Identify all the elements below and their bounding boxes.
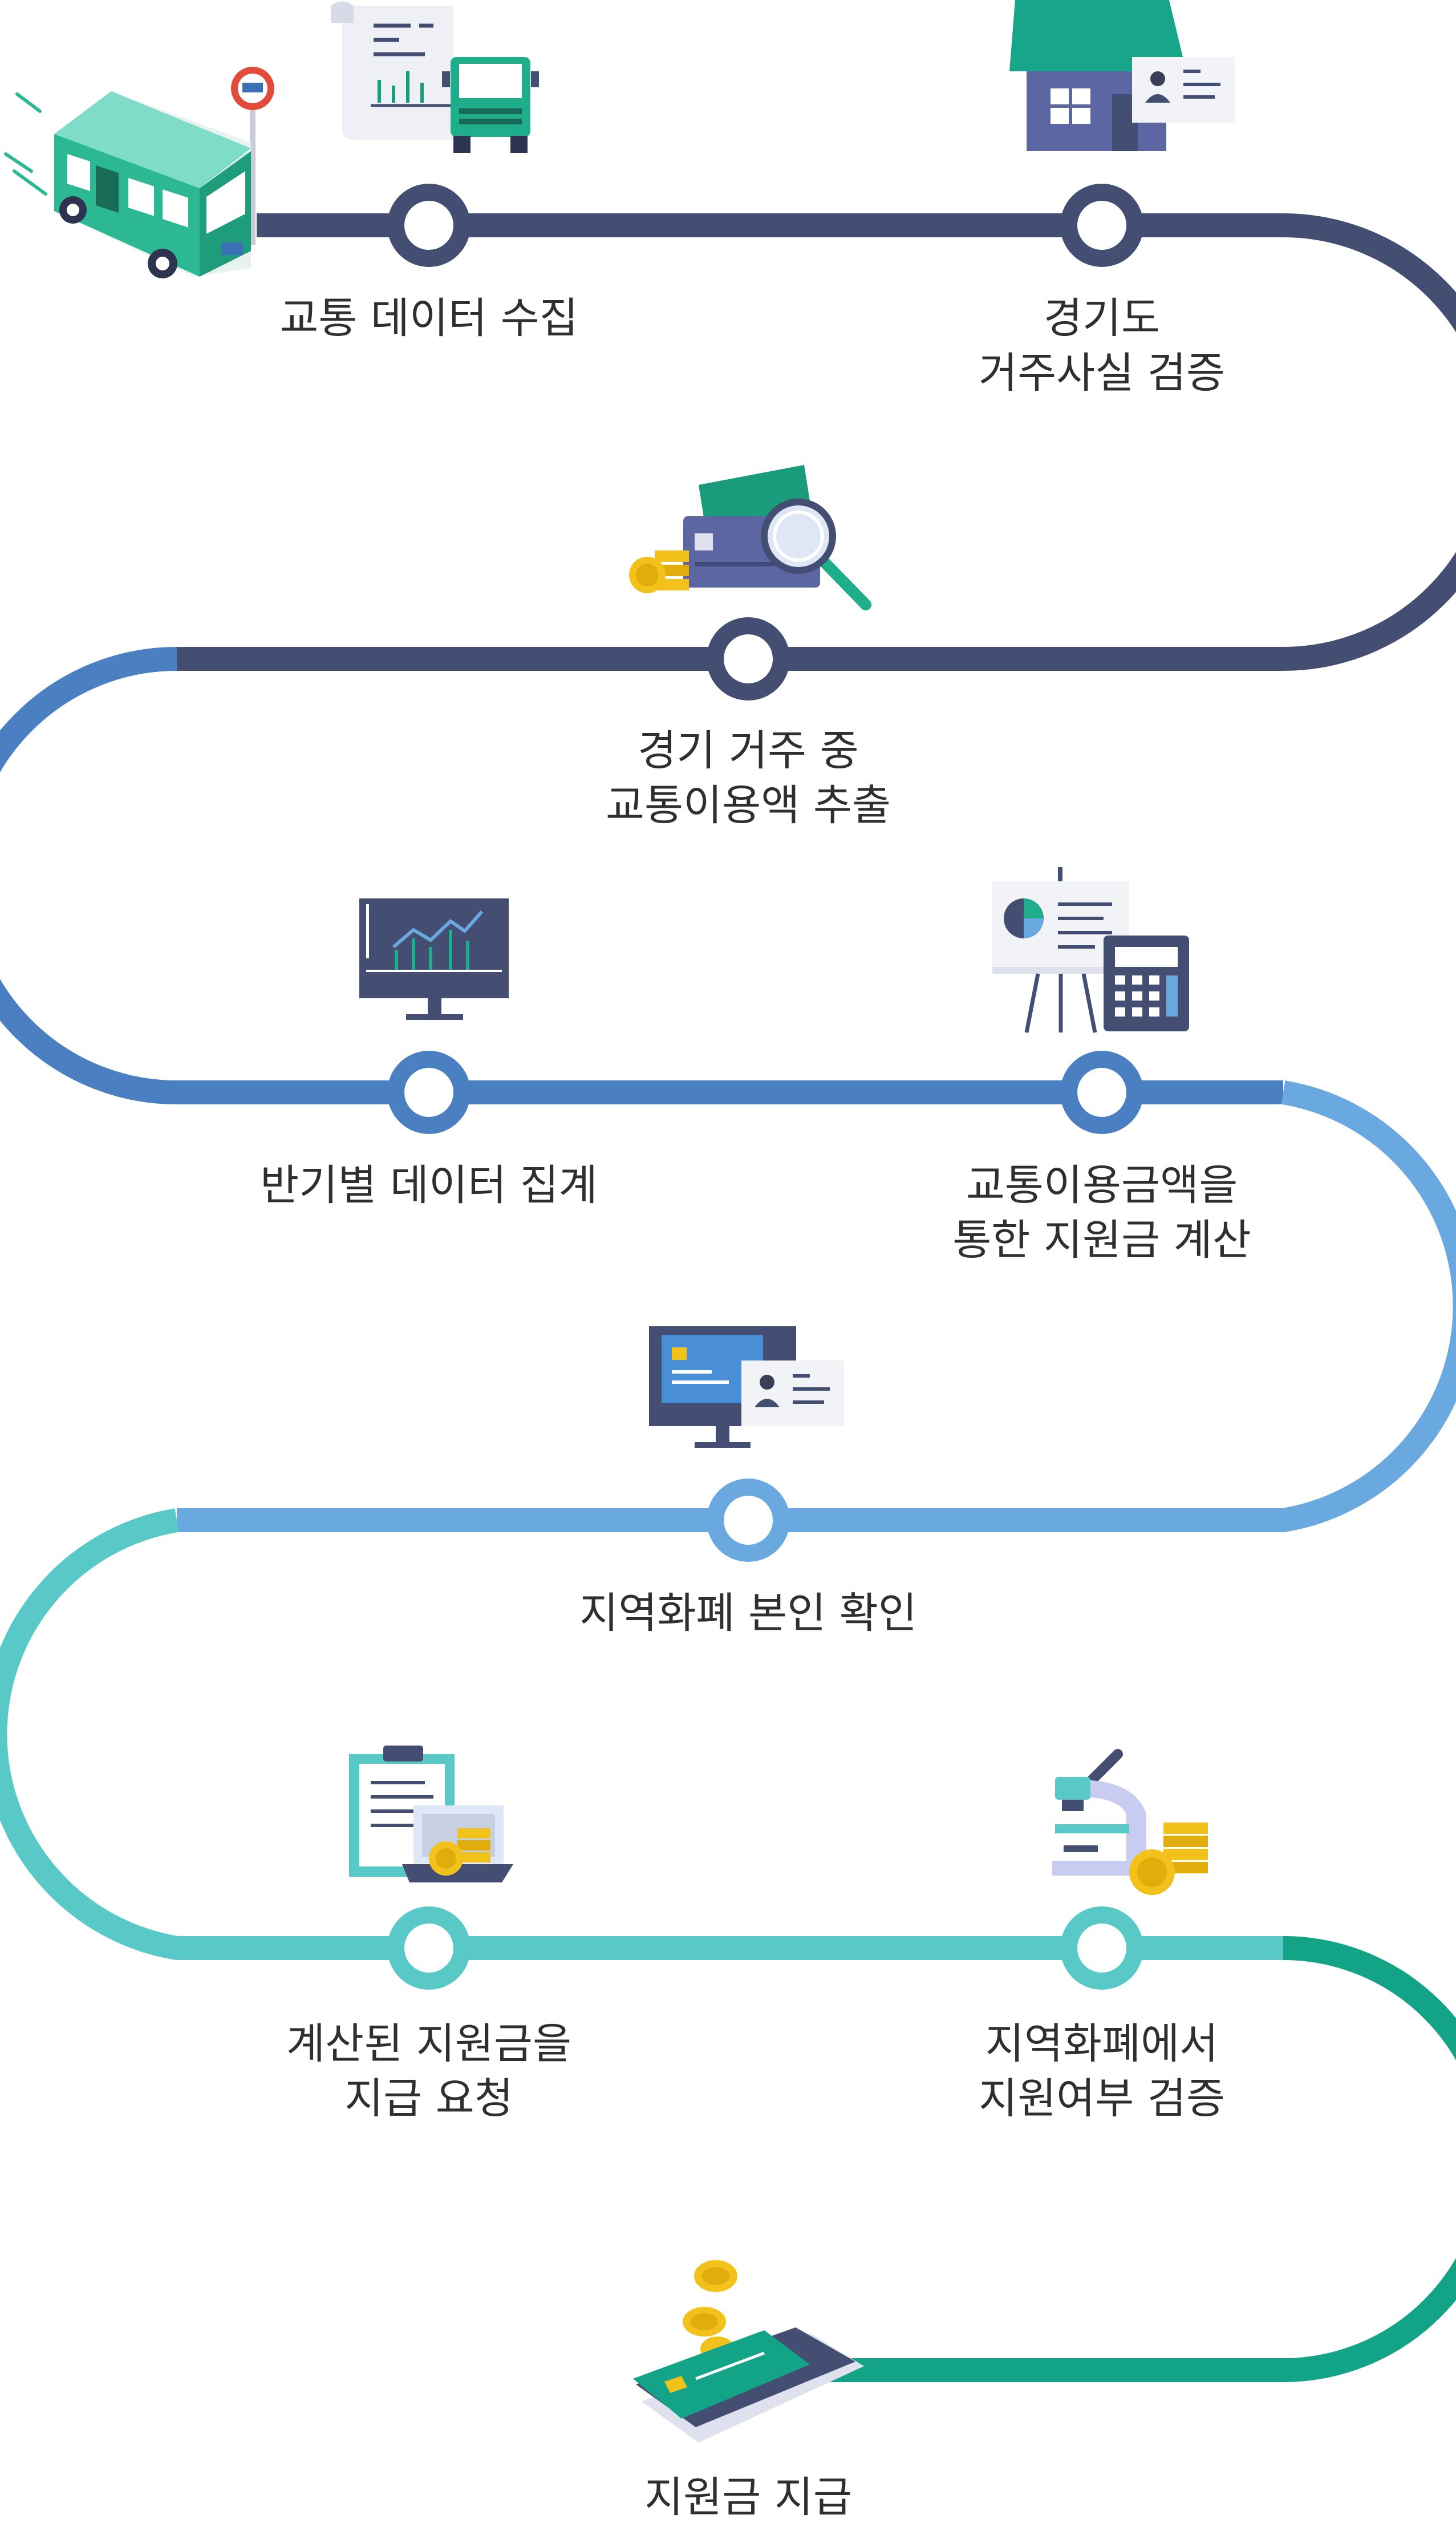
monitor-id-icon: [649, 1326, 844, 1448]
label-eligibility-check: 지역화폐에서 지원여부 검증: [845, 2016, 1358, 2126]
label-line: 교통이용금액을: [966, 1161, 1238, 1210]
bus-icon: [4, 67, 274, 278]
label-payment-request: 계산된 지원금을 지급 요청: [172, 2016, 686, 2126]
label-line: 지역화폐 본인 확인: [579, 1589, 917, 1638]
label-data-collection: 교통 데이터 수집: [172, 291, 686, 346]
clipboard-laptop-icon: [349, 1746, 513, 1882]
label-line: 통한 지원금 계산: [952, 1216, 1251, 1265]
house-id-icon: [1009, 0, 1235, 151]
node-residency-check: [1060, 184, 1143, 267]
truck-report-icon: [331, 1, 539, 153]
label-calc-subsidy: 교통이용금액을 통한 지원금 계산: [845, 1158, 1358, 1268]
label-line: 교통 데이터 수집: [279, 294, 578, 343]
label-line: 경기 거주 중: [638, 726, 859, 775]
label-line: 반기별 데이터 집계: [260, 1161, 598, 1210]
label-line: 경기도: [1043, 294, 1161, 343]
path-segment-navy: [177, 213, 1456, 671]
label-line: 지원여부 검증: [978, 2074, 1225, 2123]
node-payment-request: [387, 1906, 471, 1990]
card-magnifier-icon: [629, 465, 871, 610]
label-line: 지역화폐에서: [985, 2019, 1219, 2068]
label-subsidy-payment: 지원금 지급: [492, 2470, 1005, 2525]
monitor-chart-icon: [359, 898, 509, 1020]
label-line: 지급 요청: [344, 2074, 513, 2123]
card-phone-coins-icon: [633, 2260, 864, 2443]
label-line: 지원금 지급: [644, 2473, 852, 2522]
label-half-year: 반기별 데이터 집계: [172, 1158, 686, 1213]
label-line: 계산된 지원금을: [286, 2019, 572, 2068]
path-segment-blue: [0, 647, 1283, 1104]
label-residency-check: 경기도 거주사실 검증: [845, 291, 1358, 400]
microscope-coins-icon: [1052, 1749, 1208, 1895]
node-identity-check: [707, 1479, 790, 1562]
presentation-calculator-icon: [992, 867, 1189, 1033]
flow-path: [0, 213, 1456, 2382]
path-segment-teal: [0, 1508, 1283, 1960]
node-data-collection: [387, 184, 471, 267]
path-segment-light-blue: [177, 1080, 1456, 1532]
node-eligibility-check: [1060, 1906, 1143, 1990]
path-segment-green: [810, 1936, 1456, 2382]
flow-nodes: [387, 184, 1143, 1990]
label-extract-amount: 경기 거주 중 교통이용액 추출: [492, 723, 1005, 833]
node-extract-amount: [707, 617, 790, 700]
label-line: 거주사실 검증: [978, 349, 1225, 398]
label-identity-check: 지역화폐 본인 확인: [492, 1586, 1005, 1641]
label-line: 교통이용액 추출: [605, 781, 891, 830]
node-half-year: [387, 1051, 471, 1134]
node-calc-subsidy: [1060, 1051, 1143, 1134]
